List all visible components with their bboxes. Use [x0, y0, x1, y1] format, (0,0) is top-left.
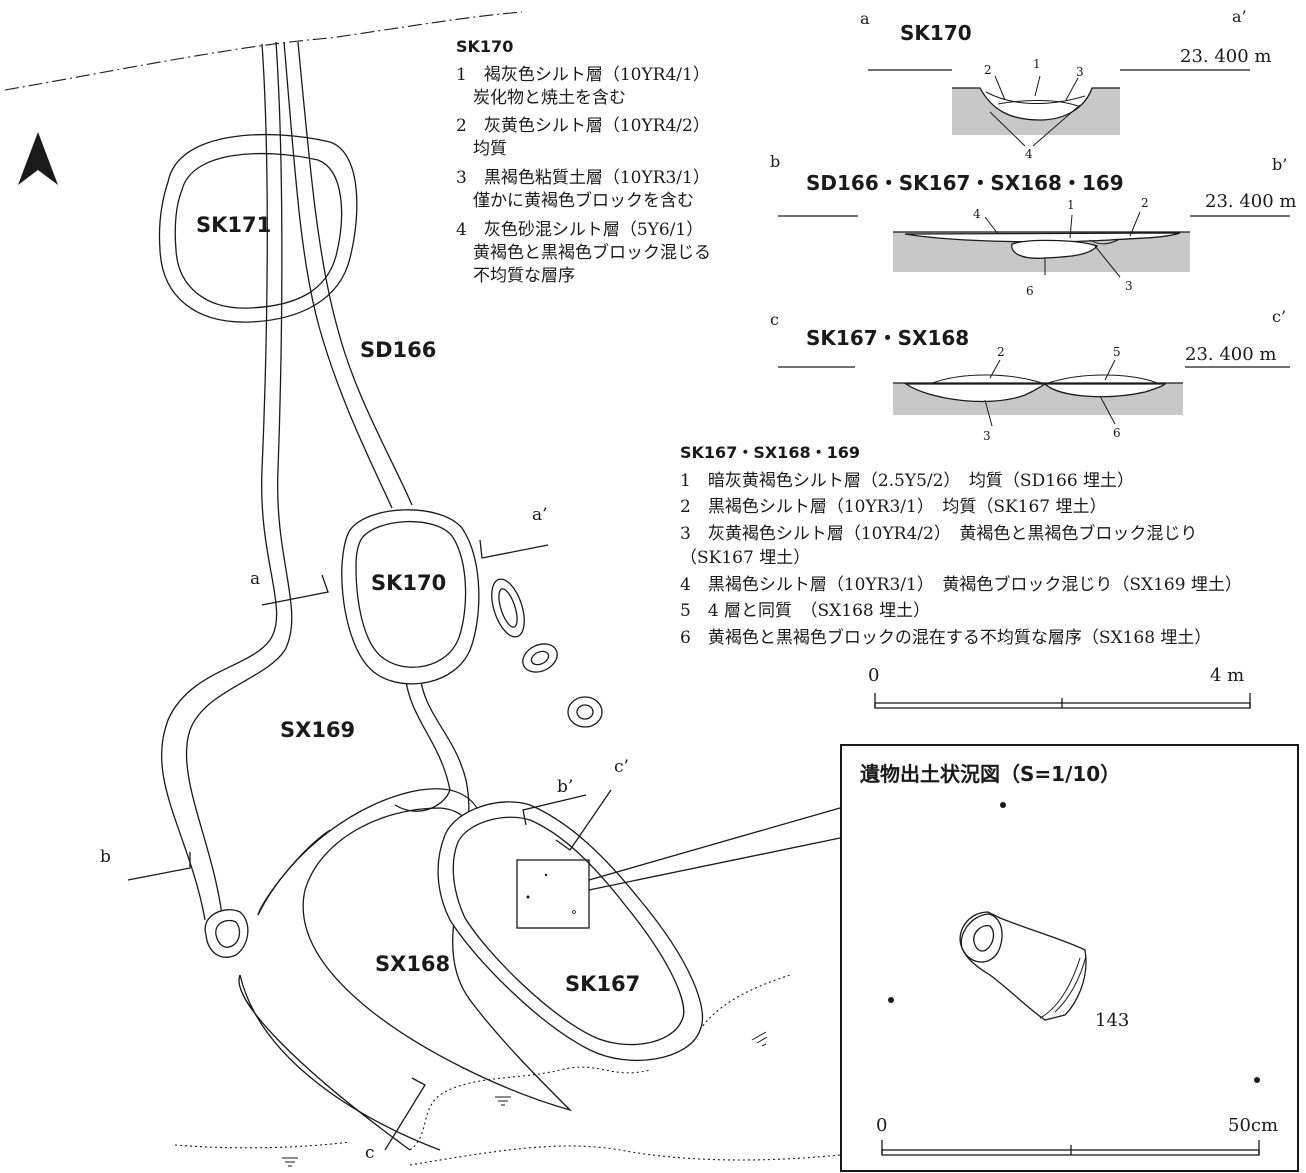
- feature-sx168: [239, 788, 573, 1151]
- label-sd166: SD166: [360, 338, 436, 362]
- section-c-title: SK167・SX168: [806, 326, 969, 350]
- section-a-title: SK170: [900, 21, 972, 45]
- post-hole-west: [204, 909, 249, 958]
- legend-sk170-line: 黄褐色と黒褐色ブロック混じる: [456, 242, 711, 263]
- section-c-elevation: 23. 400 m: [1185, 344, 1277, 365]
- feature-sk167: [437, 801, 704, 1062]
- legend-sk167-line: （SK167 埋土）: [680, 548, 810, 568]
- scale-main-zero: 0: [868, 665, 879, 686]
- inset-scale-end: 50cm: [1228, 1115, 1278, 1136]
- label-sx169: SX169: [280, 718, 355, 742]
- section-a-layer: 2: [984, 63, 992, 77]
- section-b-layer: 6: [1026, 284, 1034, 298]
- legend-sk170-line: 4 灰色砂混シルト層（5Y6/1）: [456, 220, 703, 240]
- section-a-layer: 4: [1025, 147, 1033, 161]
- section-a: a a’ SK170 23. 400 m 2 1 3 4: [860, 7, 1272, 161]
- legend-sk167-line: 4 黒褐色シルト層（10YR3/1） 黄褐色ブロック混じり（SX169 埋土）: [680, 574, 1242, 595]
- post-holes-east: [491, 578, 603, 728]
- legend-sk167-line: 5 4 層と同質 （SX168 埋土）: [680, 601, 930, 621]
- section-c: c c’ SK167・SX168 23. 400 m 2 5 3 6: [770, 307, 1290, 443]
- section-a-end: a’: [1232, 7, 1247, 26]
- section-b-end: b’: [1272, 155, 1287, 174]
- legend-sk170-line: 不均質な層序: [456, 266, 575, 286]
- inset-artifact-panel: 遺物出土状況図（S=1/10） 143 0 50cm: [840, 744, 1299, 1172]
- section-c-layer: 6: [1113, 426, 1121, 440]
- mark-b-prime: b’: [557, 777, 573, 797]
- section-c-layer: 2: [997, 345, 1005, 359]
- feature-sx169: [238, 674, 470, 1151]
- legend-sk170-lines: 1 褐灰色シルト層（10YR4/1） 炭化物と焼土を含む 2 灰黄色シルト層（1…: [456, 65, 711, 286]
- section-b-title: SD166・SK167・SX168・169: [806, 171, 1124, 195]
- artifact-label-143: 143: [1095, 1010, 1129, 1031]
- survey-boundary-line: [4, 11, 523, 91]
- legend-sk170-line: 3 黒褐色粘質土層（10YR3/1）: [456, 168, 710, 188]
- label-sk167: SK167: [565, 972, 640, 996]
- legend-sk170-line: 炭化物と焼土を含む: [456, 88, 626, 108]
- section-b-layer: 4: [973, 207, 981, 221]
- legend-sk167-line: 1 暗灰黄褐色シルト層（2.5Y5/2） 均質（SD166 埋土）: [680, 471, 1134, 491]
- section-a-layer: 1: [1033, 57, 1041, 71]
- legend-sk167-line: 6 黄褐色と黒褐色ブロックの混在する不均質な層序（SX168 埋土）: [680, 627, 1211, 648]
- section-b: b b’ SD166・SK167・SX168・169 23. 400 m 4 1…: [770, 152, 1297, 298]
- inset-title: 遺物出土状況図（S=1/10）: [860, 762, 1120, 786]
- section-b-start: b: [770, 152, 780, 171]
- artifact-143-drawing: [959, 911, 1087, 1021]
- inset-connector: [588, 837, 841, 891]
- legend-sk170-line: 均質: [456, 139, 507, 159]
- north-arrow-icon: [18, 132, 58, 185]
- section-b-layer: 2: [1141, 196, 1149, 210]
- mark-a-prime: a’: [532, 505, 548, 525]
- mark-c-prime: c’: [614, 757, 629, 777]
- section-c-layer: 3: [983, 429, 991, 443]
- mark-c: c: [365, 1143, 375, 1163]
- mark-b: b: [100, 847, 111, 867]
- scale-main-end: 4 m: [1210, 665, 1244, 686]
- legend-sk167-line: 3 灰黄褐色シルト層（10YR4/2） 黄褐色と黒褐色ブロック混じり: [680, 523, 1197, 544]
- section-b-layer: 3: [1125, 279, 1133, 293]
- section-b-elevation: 23. 400 m: [1205, 191, 1297, 212]
- legend-sk167-lines: 1 暗灰黄褐色シルト層（2.5Y5/2） 均質（SD166 埋土） 2 黒褐色シ…: [680, 471, 1242, 648]
- legend-sk170-line: 1 褐灰色シルト層（10YR4/1）: [456, 65, 710, 85]
- inset-scale-zero: 0: [876, 1115, 887, 1136]
- section-c-layer: 5: [1113, 345, 1121, 359]
- mark-a: a: [250, 569, 260, 589]
- label-sx168: SX168: [375, 952, 450, 976]
- section-a-layer: 3: [1076, 65, 1084, 79]
- section-c-end: c’: [1272, 307, 1286, 326]
- groundwater-lines: [174, 974, 841, 1167]
- legend-sk170-line: 2 灰黄色シルト層（10YR4/2）: [456, 116, 710, 136]
- legend-sk170-line: 僅かに黄褐色ブロックを含む: [456, 190, 694, 211]
- legend-sk167-line: 2 黒褐色シルト層（10YR3/1） 均質（SK167 埋土）: [680, 497, 1107, 517]
- label-sk170: SK170: [371, 571, 446, 595]
- legend-sk170-title: SK170: [456, 37, 513, 56]
- section-lines: [127, 539, 612, 1151]
- section-c-start: c: [770, 310, 779, 329]
- label-sk171: SK171: [196, 213, 271, 237]
- section-a-elevation: 23. 400 m: [1180, 46, 1272, 67]
- legend-sk167-title: SK167・SX168・169: [680, 443, 860, 462]
- inset-connector: [588, 807, 841, 881]
- section-a-start: a: [860, 9, 870, 28]
- feature-sd166: [160, 41, 413, 958]
- section-b-layer: 1: [1067, 198, 1075, 212]
- feature-sk170: [341, 509, 480, 685]
- inset-locator-box: [516, 859, 590, 929]
- scale-bar-main: 0 4 m: [868, 665, 1251, 709]
